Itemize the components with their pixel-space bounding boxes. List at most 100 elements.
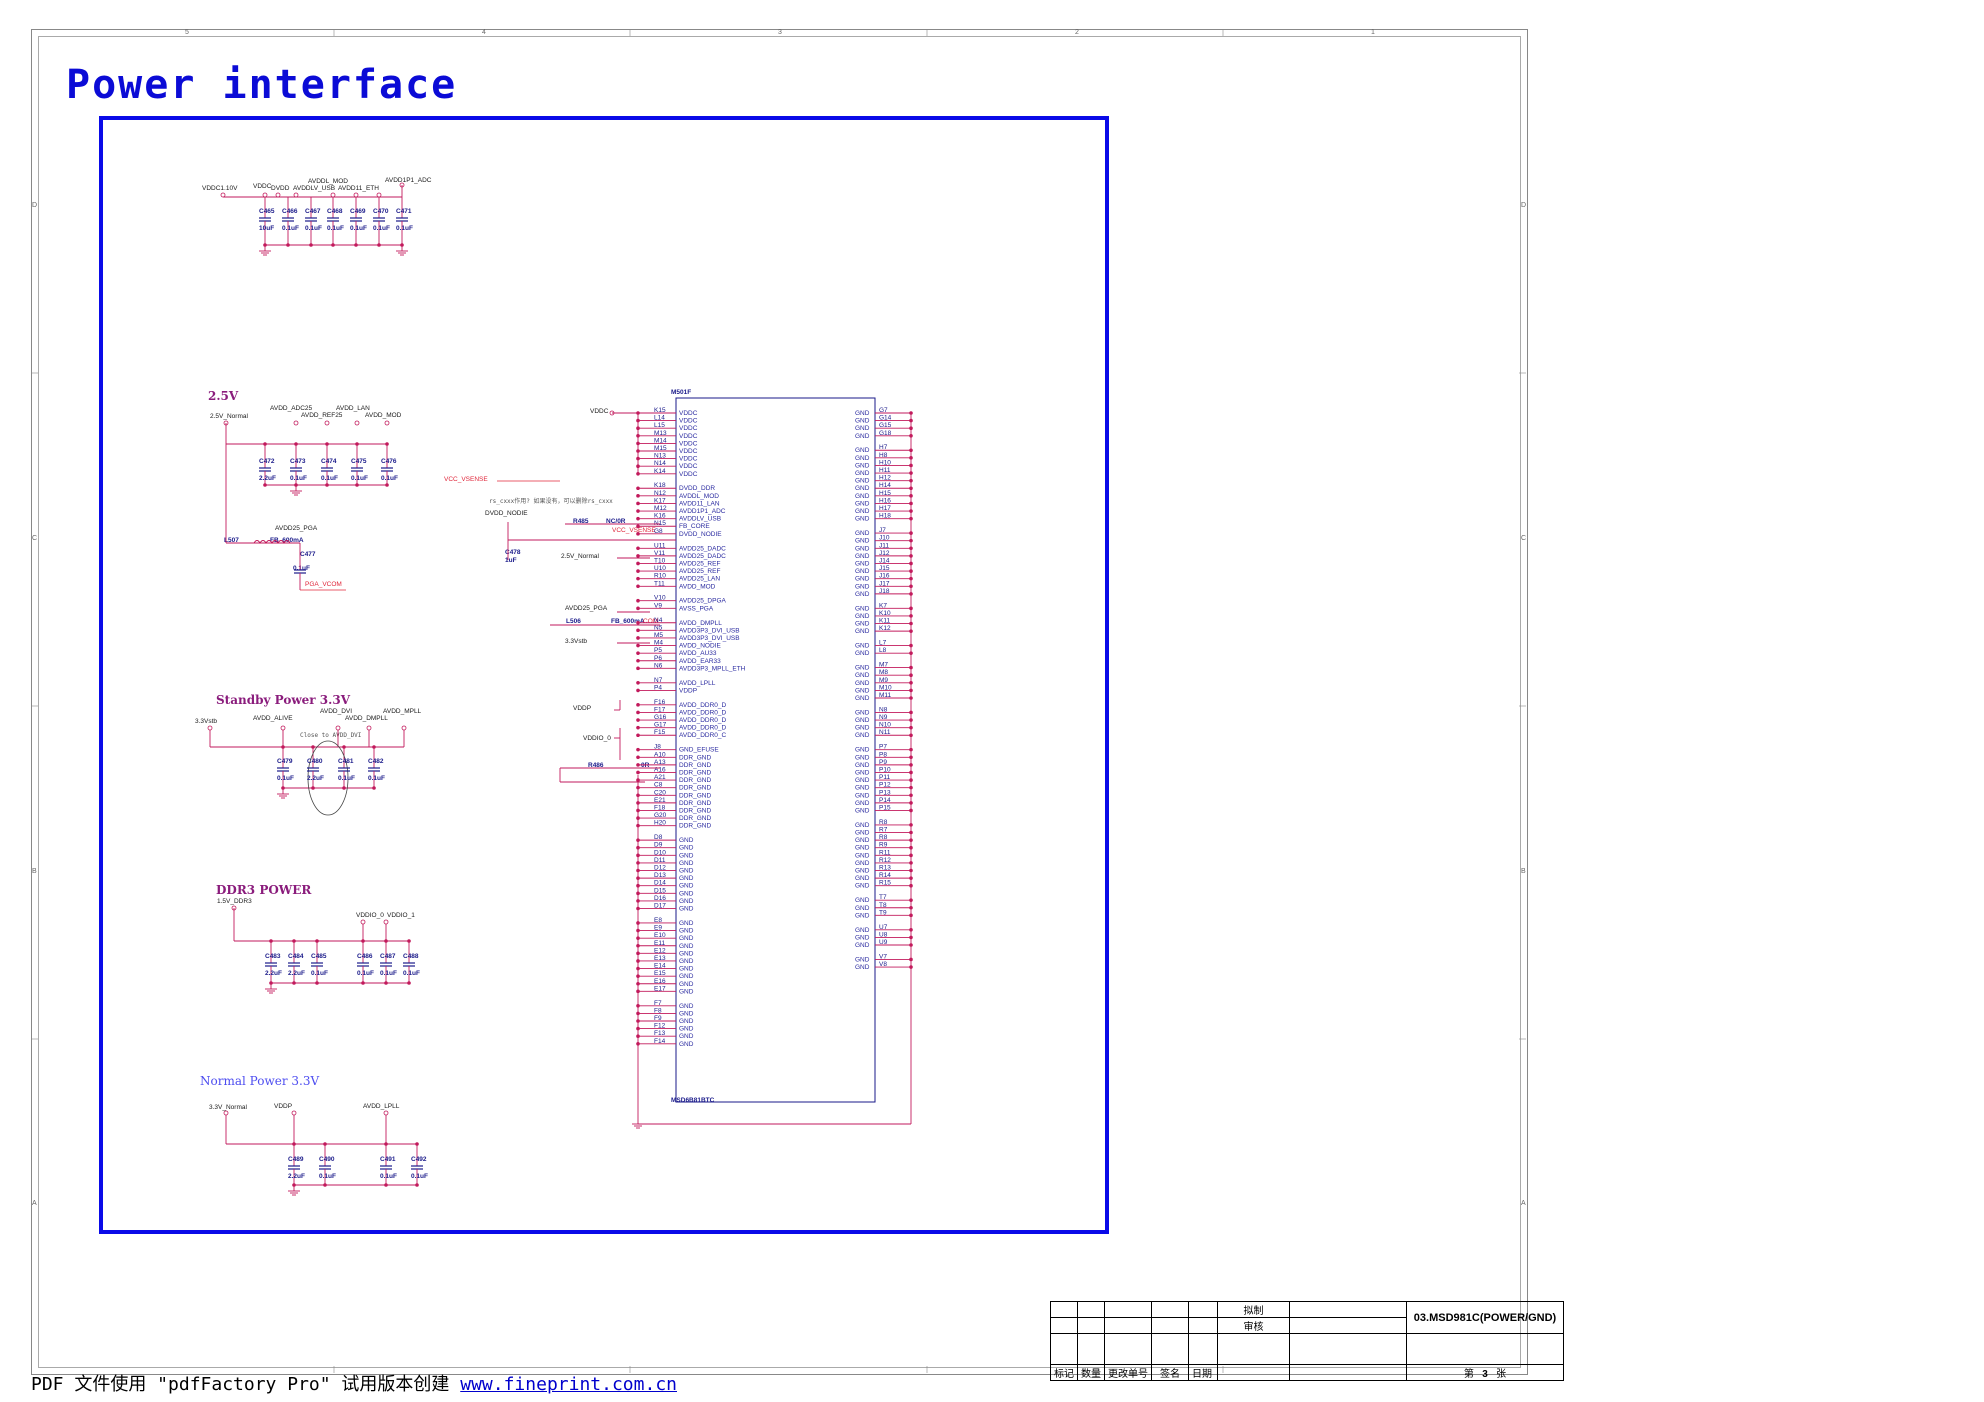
pin-number: G17 xyxy=(654,722,667,729)
cap-ref: C483 xyxy=(265,953,281,960)
pin-name: GND xyxy=(679,883,694,890)
pin-number: V11 xyxy=(654,550,665,557)
section-label-standby: Standby Power 3.3V xyxy=(216,693,351,707)
pin-number: P4 xyxy=(654,684,662,691)
pin-name: GND xyxy=(679,981,694,988)
l506-val: FB_600mA xyxy=(611,618,645,625)
cap-value: 2.2uF xyxy=(307,775,324,782)
pin-number: P9 xyxy=(879,759,887,766)
pin-name: GND xyxy=(679,898,694,905)
ruler-side-c-right: C xyxy=(1521,535,1526,542)
junction-dot xyxy=(384,1183,388,1187)
pin-name: GND xyxy=(855,792,870,799)
pin-name: GND xyxy=(855,762,870,769)
pin-name: AVDD11_LAN xyxy=(679,500,720,507)
cap-value: 0.1uF xyxy=(321,475,338,482)
pin-number: K16 xyxy=(654,513,666,520)
net-label: 2.5V_Normal xyxy=(561,553,599,560)
tb-header: 签名 xyxy=(1151,1364,1189,1381)
cap-ref: C471 xyxy=(396,208,412,215)
highlight-box xyxy=(99,116,1109,1234)
title-block: 拟制 03.MSD981C(POWER/GND) 审核 标记 数量 更改单号 签… xyxy=(1050,1301,1564,1381)
pin-name: GND xyxy=(855,621,870,628)
pin-name: AVDD25_REF xyxy=(679,568,720,575)
tb-header: 更改单号 xyxy=(1104,1364,1152,1381)
pin-number: V7 xyxy=(879,953,887,960)
pin-name: DDR_GND xyxy=(679,769,711,776)
pin-number: K15 xyxy=(654,407,666,414)
net-label: AVDD_DMPLL xyxy=(345,715,388,722)
pin-number: P14 xyxy=(879,797,891,804)
cap-value: 0.1uF xyxy=(373,225,390,232)
pin-number: M10 xyxy=(879,684,892,691)
tb-draw-label: 拟制 xyxy=(1217,1301,1290,1318)
net-label: 3.3Vstb xyxy=(195,718,217,725)
pin-name: GND xyxy=(679,943,694,950)
pin-number: C20 xyxy=(654,789,666,796)
cap-value: 0.1uF xyxy=(311,970,328,977)
pin-number: G16 xyxy=(654,714,667,721)
net-label: AVDD11_ETH xyxy=(338,185,379,192)
pin-name: VDDC xyxy=(679,425,698,432)
pin-name: GND xyxy=(855,927,870,934)
junction-dot xyxy=(636,681,640,685)
pin-number: E8 xyxy=(654,917,662,924)
net-label: VDDP xyxy=(274,1103,292,1110)
pin-number: H8 xyxy=(879,452,888,459)
pin-number: J10 xyxy=(879,535,890,542)
ruler-side-a-right: A xyxy=(1521,1200,1526,1207)
close-to-note: Close to AVDD_DVI xyxy=(300,732,362,739)
pin-number: M14 xyxy=(654,437,667,444)
pin-number: D12 xyxy=(654,865,666,872)
pin-name: GND xyxy=(679,1033,694,1040)
pin-name: GND xyxy=(855,560,870,567)
pin-name: DVDD_NODIE xyxy=(679,531,722,538)
pin-number: F12 xyxy=(654,1023,666,1030)
cap-value: 0.1uF xyxy=(380,970,397,977)
pin-name: GND xyxy=(855,478,870,485)
cap-value: 0.1uF xyxy=(277,775,294,782)
pin-number: M7 xyxy=(879,662,888,669)
footer-link[interactable]: www.fineprint.com.cn xyxy=(460,1374,677,1395)
pin-name: GND xyxy=(855,754,870,761)
ruler-top-3: 3 xyxy=(778,29,782,36)
pin-number: R8 xyxy=(879,819,888,826)
ruler-top-2: 2 xyxy=(1075,29,1079,36)
net-label: VDDP xyxy=(573,705,591,712)
cap-value: 0.1uF xyxy=(350,225,367,232)
tb-review-label: 审核 xyxy=(1217,1317,1290,1334)
pin-name: GND xyxy=(855,665,870,672)
pin-number: M8 xyxy=(879,669,888,676)
cap-ref: C476 xyxy=(381,458,397,465)
junction-dot xyxy=(636,733,640,738)
ruler-side-d-right: D xyxy=(1521,202,1526,209)
pin-number: N10 xyxy=(879,722,891,729)
pin-number: H18 xyxy=(879,513,891,520)
net-port xyxy=(383,919,389,925)
cap-ref: C490 xyxy=(319,1156,335,1163)
junction-dot xyxy=(385,483,389,487)
pin-name: GND xyxy=(855,883,870,890)
ruler-side-c: C xyxy=(32,535,37,542)
pin-number: D8 xyxy=(654,834,663,841)
pin-number: J16 xyxy=(879,573,890,580)
pin-number: T7 xyxy=(879,894,887,901)
junction-dot xyxy=(355,442,359,446)
junction-dot xyxy=(407,981,411,985)
pin-number: M12 xyxy=(654,505,667,512)
cap-ref: C475 xyxy=(351,458,367,465)
net-label: VDDIO_1 xyxy=(387,912,415,919)
pin-name: GND xyxy=(679,920,694,927)
pin-number: R11 xyxy=(879,849,891,856)
ruler-side-b: B xyxy=(32,868,37,875)
cap-value: 0.1uF xyxy=(368,775,385,782)
junction-dot xyxy=(636,598,640,603)
net-port xyxy=(354,420,360,426)
pin-name: GND xyxy=(679,1018,694,1025)
